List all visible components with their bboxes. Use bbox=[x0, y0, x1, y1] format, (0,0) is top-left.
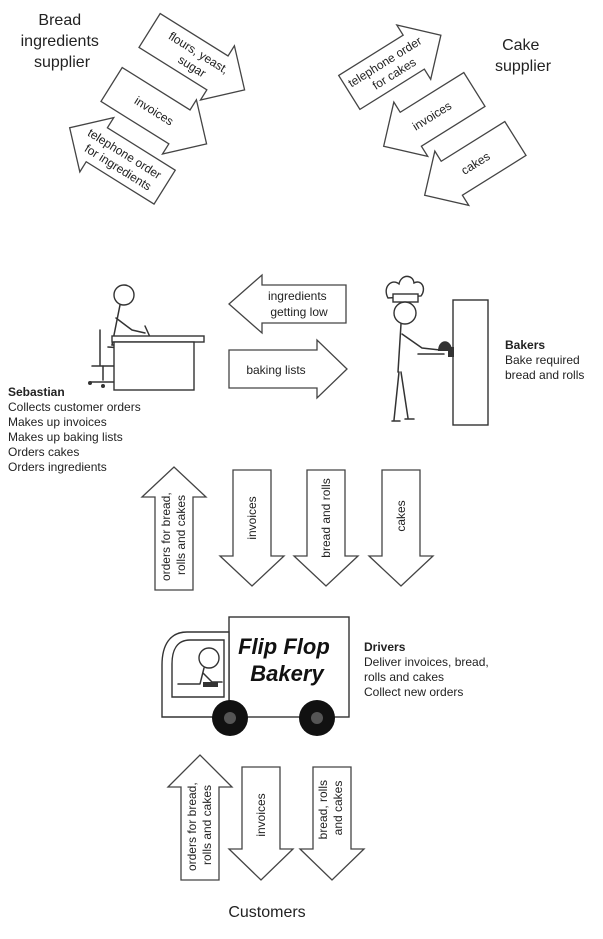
sebastian-duties: Collects customer orders Makes up invoic… bbox=[8, 400, 144, 474]
sebastian-illustration bbox=[88, 284, 205, 391]
svg-text:bread, rolls and cakes: bread, rolls and cakes bbox=[316, 777, 345, 840]
bakers-duties: Bake required bread and rolls bbox=[505, 353, 584, 382]
arrow-ingredients-getting-low: ingredients getting low bbox=[228, 273, 347, 335]
arrow-bread-and-rolls-to-drivers: bread and rolls bbox=[292, 469, 360, 587]
svg-text:orders for bread, rolls: orders for bread, rolls and cakes bbox=[159, 489, 188, 581]
svg-text:ingredients getting low: ingredients getting low bbox=[268, 289, 330, 319]
arrow-invoices-to-drivers: invoices bbox=[218, 469, 286, 587]
svg-text:invoices: invoices bbox=[245, 496, 259, 539]
svg-text:invoices: invoices bbox=[254, 793, 268, 836]
baker-illustration bbox=[385, 275, 489, 426]
sebastian-name: Sebastian bbox=[8, 385, 65, 399]
arrow-bread-rolls-cakes-to-customers: bread, rolls and cakes bbox=[298, 766, 366, 881]
arrow-baking-lists: baking lists bbox=[228, 338, 348, 400]
drivers-name: Drivers bbox=[364, 640, 406, 654]
svg-text:bread and rolls: bread and rolls bbox=[319, 478, 333, 557]
delivery-van bbox=[161, 616, 350, 736]
customers-label: Customers bbox=[228, 904, 305, 921]
svg-text:cakes: cakes bbox=[394, 500, 408, 531]
arrow-invoices-cake-supplier: invoices bbox=[382, 71, 486, 158]
arrow-cakes-from-supplier: cakes bbox=[423, 120, 527, 207]
arrow-orders-to-sebastian: orders for bread, rolls and cakes bbox=[140, 466, 208, 591]
arrow-cakes-to-drivers: cakes bbox=[367, 469, 435, 587]
svg-text:orders for bread, rolls: orders for bread, rolls and cakes bbox=[185, 779, 214, 871]
arrow-invoices-bread-supplier: invoices bbox=[100, 66, 208, 156]
bakers-name: Bakers bbox=[505, 338, 545, 352]
drivers-duties: Deliver invoices, bread, rolls and cakes… bbox=[364, 655, 492, 699]
svg-text:baking lists: baking lists bbox=[246, 363, 305, 377]
cake-supplier-label: Cake supplier bbox=[495, 37, 552, 75]
bread-supplier-label: Bread ingredients supplier bbox=[21, 12, 104, 71]
arrow-orders-from-customers: orders for bread, rolls and cakes bbox=[166, 754, 234, 881]
van-brand: Flip Flop Bakery bbox=[238, 634, 336, 686]
arrow-invoices-to-customers: invoices bbox=[227, 766, 295, 881]
